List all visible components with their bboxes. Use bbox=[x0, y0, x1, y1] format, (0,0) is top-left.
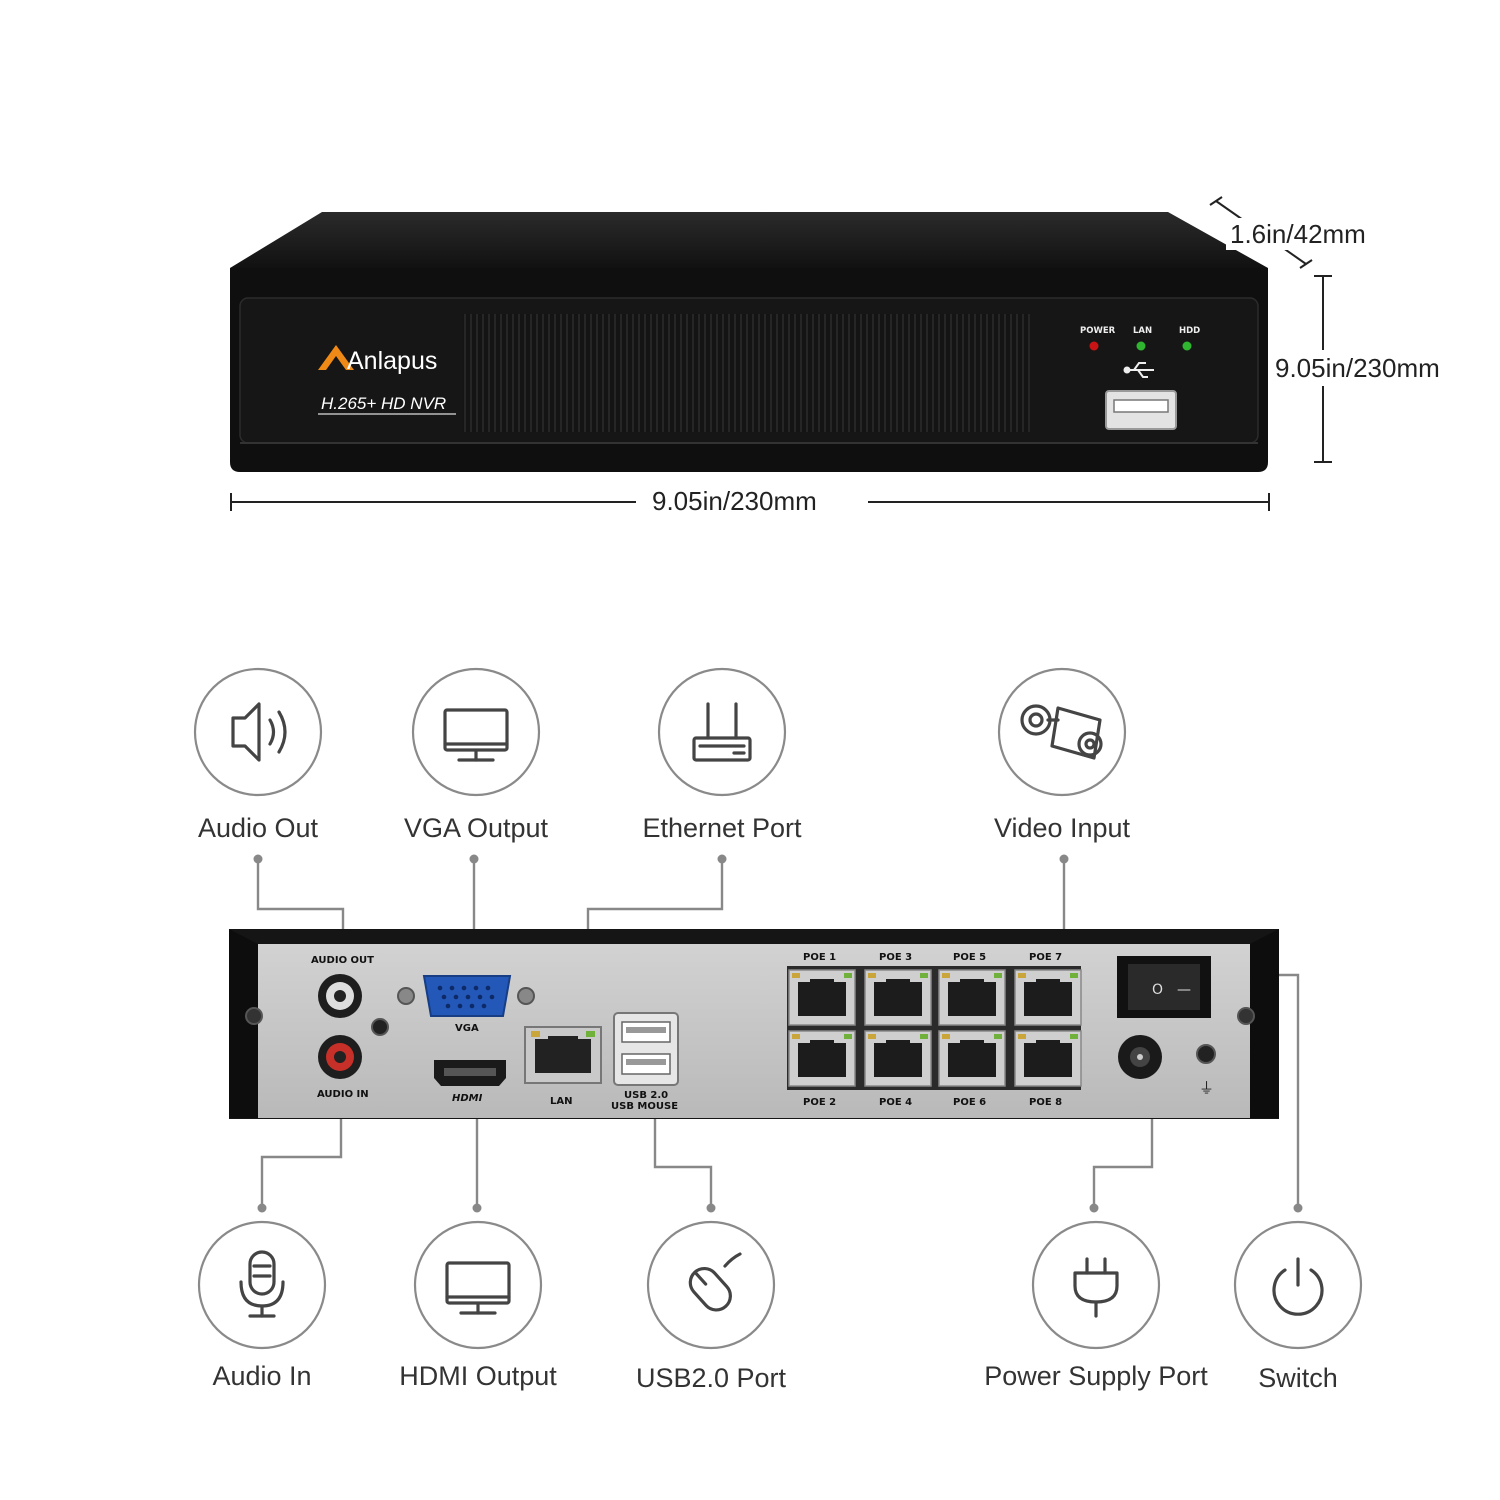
feature-switch: Switch bbox=[1233, 1220, 1363, 1393]
poe-port-1[interactable] bbox=[788, 969, 856, 1026]
poe-port-7[interactable] bbox=[1014, 969, 1082, 1026]
brand-name: Anlapus bbox=[347, 347, 437, 375]
plug-icon bbox=[1073, 1257, 1119, 1318]
mouse-icon bbox=[688, 1252, 742, 1312]
lan-port-label: LAN bbox=[550, 1096, 572, 1107]
poe-label-top: POE 7 bbox=[1029, 952, 1062, 963]
audio-out-caption: Audio Out bbox=[198, 813, 319, 843]
front-usb-port[interactable] bbox=[1105, 390, 1177, 430]
microphone-icon bbox=[239, 1250, 285, 1318]
hdd-led-label: HDD bbox=[1179, 326, 1200, 336]
depth-label: 9.05in/230mm bbox=[1275, 353, 1440, 383]
feature-audio-out: Audio Out bbox=[193, 667, 323, 843]
height-label: 1.6in/42mm bbox=[1230, 219, 1366, 249]
poe-switch-block bbox=[787, 966, 1082, 1090]
dimension-depth: 9.05in/230mm bbox=[1270, 275, 1466, 463]
vga-output-caption: VGA Output bbox=[404, 813, 549, 843]
dimension-height: 1.6in/42mm bbox=[1209, 196, 1388, 269]
poe-label-top: POE 3 bbox=[879, 952, 912, 963]
nvr-back-view: AUDIO OUT AUDIO IN VGA bbox=[229, 929, 1279, 1119]
poe-port-3[interactable] bbox=[864, 969, 932, 1026]
width-label: 9.05in/230mm bbox=[652, 486, 817, 516]
poe-label-bottom: POE 8 bbox=[1029, 1097, 1062, 1108]
ground-screw bbox=[1196, 1044, 1216, 1064]
video-input-caption: Video Input bbox=[994, 813, 1131, 843]
nvr-front-view: Anlapus H.265+ HD NVR POWER LAN HDD bbox=[230, 212, 1268, 472]
feature-power-supply-port: Power Supply Port bbox=[984, 1220, 1208, 1391]
usb-port-label: USB 2.0 bbox=[624, 1090, 668, 1101]
feature-hdmi-output: HDMI Output bbox=[399, 1220, 557, 1391]
poe-label-bottom: POE 2 bbox=[803, 1097, 836, 1108]
power-switch[interactable]: O — bbox=[1117, 956, 1211, 1018]
usb-mouse-label: USB MOUSE bbox=[611, 1101, 678, 1112]
feature-video-input: Video Input bbox=[994, 667, 1131, 843]
vga-port[interactable] bbox=[397, 975, 535, 1017]
lan-led-label: LAN bbox=[1133, 326, 1152, 336]
ground-symbol-icon: ⏚ bbox=[1199, 1079, 1214, 1097]
poe-label-top: POE 5 bbox=[953, 952, 986, 963]
audio-in-caption: Audio In bbox=[212, 1361, 311, 1391]
poe-port-8[interactable] bbox=[1014, 1030, 1082, 1087]
poe-label-bottom: POE 6 bbox=[953, 1097, 986, 1108]
house-logo-icon bbox=[318, 345, 354, 370]
poe-label-top: POE 1 bbox=[803, 952, 836, 963]
brand-logo: Anlapus H.265+ HD NVR bbox=[318, 345, 456, 415]
power-supply-caption: Power Supply Port bbox=[984, 1361, 1208, 1391]
feature-usb-port: USB2.0 Port bbox=[636, 1220, 787, 1393]
speaker-icon bbox=[231, 702, 287, 762]
model-name: H.265+ HD NVR bbox=[321, 394, 446, 413]
feature-ethernet-port: Ethernet Port bbox=[642, 667, 802, 843]
monitor-icon bbox=[443, 708, 509, 762]
dimension-width: 9.05in/230mm bbox=[230, 484, 1270, 520]
power-led bbox=[1089, 341, 1099, 351]
vga-port-label: VGA bbox=[455, 1023, 479, 1034]
audio-in-jack[interactable] bbox=[318, 1035, 362, 1079]
audio-out-jack[interactable] bbox=[318, 974, 362, 1018]
switch-on-glyph: — bbox=[1177, 982, 1191, 998]
status-indicators: POWER LAN HDD bbox=[1080, 326, 1200, 351]
front-vent-grill bbox=[462, 314, 1030, 432]
rear-usb-ports[interactable] bbox=[613, 1012, 679, 1086]
monitor-icon bbox=[445, 1261, 511, 1315]
switch-caption: Switch bbox=[1258, 1363, 1338, 1393]
camera-icon bbox=[1020, 704, 1103, 760]
dc-power-jack[interactable] bbox=[1118, 1035, 1162, 1079]
switch-off-glyph: O bbox=[1152, 982, 1163, 998]
router-icon bbox=[692, 702, 752, 762]
hdmi-port-label: HDMI bbox=[452, 1093, 483, 1104]
poe-port-2[interactable] bbox=[788, 1030, 856, 1087]
poe-port-4[interactable] bbox=[864, 1030, 932, 1087]
audio-in-port-label: AUDIO IN bbox=[317, 1089, 369, 1100]
lan-led bbox=[1136, 341, 1146, 351]
ethernet-port-caption: Ethernet Port bbox=[642, 813, 802, 843]
lan-port[interactable] bbox=[524, 1026, 602, 1084]
feature-audio-in: Audio In bbox=[197, 1220, 327, 1391]
hdmi-output-caption: HDMI Output bbox=[399, 1361, 557, 1391]
poe-port-5[interactable] bbox=[938, 969, 1006, 1026]
hdd-led bbox=[1182, 341, 1192, 351]
poe-port-6[interactable] bbox=[938, 1030, 1006, 1087]
audio-out-port-label: AUDIO OUT bbox=[311, 955, 374, 966]
power-led-label: POWER bbox=[1080, 326, 1116, 336]
hdmi-port[interactable] bbox=[434, 1060, 506, 1086]
feature-vga-output: VGA Output bbox=[404, 667, 549, 843]
usb-port-caption: USB2.0 Port bbox=[636, 1363, 787, 1393]
usb-symbol-icon bbox=[1123, 362, 1154, 378]
poe-label-bottom: POE 4 bbox=[879, 1097, 912, 1108]
power-icon bbox=[1272, 1257, 1324, 1316]
